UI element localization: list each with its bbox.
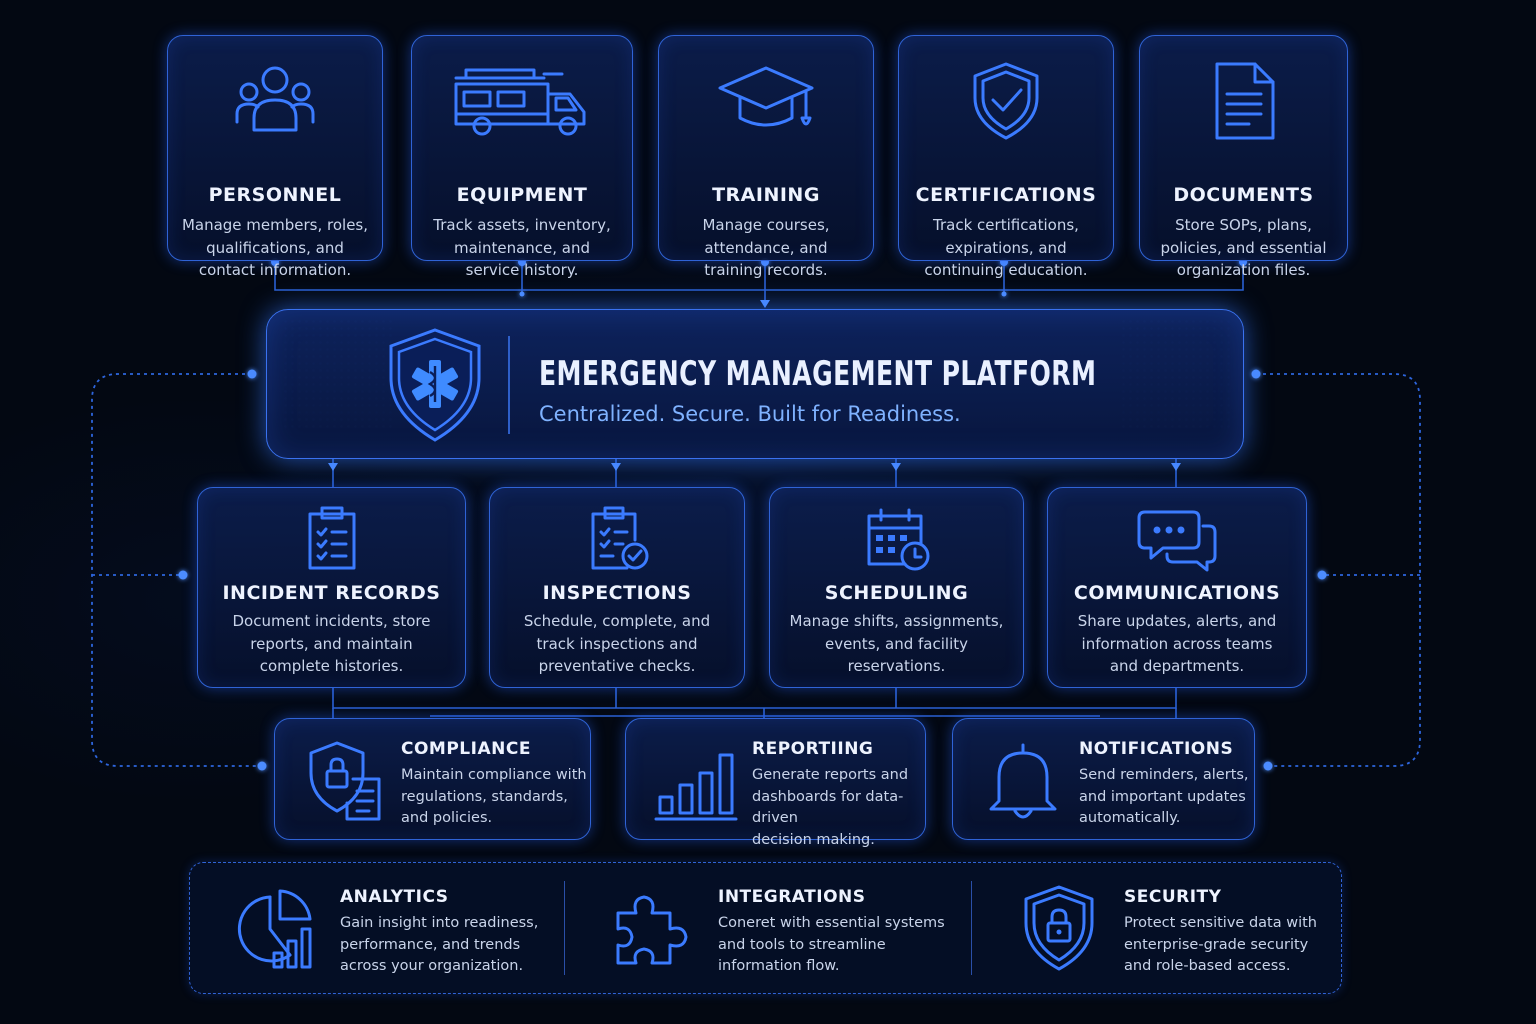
document-icon xyxy=(1215,62,1274,140)
module-card-equipment[interactable]: EQUIPMENT Track assets, inventory,mainte… xyxy=(411,35,633,279)
module-description: Track assets, inventory,maintenance, and… xyxy=(433,216,611,279)
feature-title: INTEGRATIONS xyxy=(718,887,866,907)
chat-bubbles-icon xyxy=(1137,510,1217,572)
clipboard-list-icon xyxy=(308,506,355,570)
platform-hub[interactable]: EMERGENCY MANAGEMENT PLATFORM Centralize… xyxy=(266,309,1244,459)
module-card-documents[interactable]: DOCUMENTS Store SOPs, plans,policies, an… xyxy=(1139,35,1348,279)
feature-title: SECURITY xyxy=(1124,887,1222,907)
shield-lock-icon xyxy=(1024,885,1094,971)
module-card-notifications[interactable]: NOTIFICATIONS Send reminders, alerts,and… xyxy=(952,718,1255,840)
feature-analytics[interactable]: ANALYTICS Gain insight into readiness,pe… xyxy=(190,863,566,995)
platform-divider xyxy=(508,336,510,434)
feature-description: Gain insight into readiness,performance,… xyxy=(340,915,539,974)
pie-bar-chart-icon xyxy=(237,889,312,969)
module-title: EQUIPMENT xyxy=(456,184,588,206)
bar-chart-icon xyxy=(654,753,738,821)
shield-lock-document-icon xyxy=(309,741,381,821)
module-title: NOTIFICATIONS xyxy=(1079,739,1234,759)
module-title: DOCUMENTS xyxy=(1173,184,1314,206)
graduation-cap-icon xyxy=(718,66,814,127)
module-title: SCHEDULING xyxy=(824,582,969,604)
platform-subtitle: Centralized. Secure. Built for Readiness… xyxy=(539,402,961,426)
feature-separator xyxy=(971,881,972,975)
module-title: INCIDENT RECORDS xyxy=(222,582,441,604)
module-title: CERTIFICATIONS xyxy=(915,184,1097,206)
feature-title: ANALYTICS xyxy=(340,887,449,907)
module-title: INSPECTIONS xyxy=(542,582,692,604)
feature-integrations[interactable]: INTEGRATIONS Coneret with essential syst… xyxy=(568,863,970,995)
clipboard-check-icon xyxy=(591,506,649,570)
module-card-personnel[interactable]: PERSONNEL Manage members, roles,qualific… xyxy=(167,35,383,279)
module-title: REPORTIING xyxy=(752,739,874,759)
feature-strip: ANALYTICS Gain insight into readiness,pe… xyxy=(189,862,1342,994)
module-card-scheduling[interactable]: SCHEDULING Manage shifts, assignments,ev… xyxy=(769,487,1024,688)
module-description: Manage members, roles,qualifications, an… xyxy=(181,216,369,279)
module-card-certifications[interactable]: CERTIFICATIONS Track certifications,expi… xyxy=(898,35,1114,279)
shield-check-icon xyxy=(973,62,1039,140)
puzzle-piece-icon xyxy=(616,895,688,965)
feature-separator xyxy=(564,881,565,975)
module-title: PERSONNEL xyxy=(208,184,342,206)
shield-star-of-life-icon xyxy=(389,328,481,442)
module-description: Send reminders, alerts,and important upd… xyxy=(1079,767,1249,826)
module-description: Manage shifts, assignments,events, and f… xyxy=(789,612,1004,675)
users-icon xyxy=(235,66,315,132)
module-card-incident-records[interactable]: INCIDENT RECORDS Document incidents, sto… xyxy=(197,487,466,688)
module-title: COMPLIANCE xyxy=(401,739,531,759)
module-card-communications[interactable]: COMMUNICATIONS Share updates, alerts, an… xyxy=(1047,487,1307,688)
fire-truck-icon xyxy=(454,68,586,136)
module-title: TRAINING xyxy=(712,184,820,206)
calendar-clock-icon xyxy=(867,508,929,571)
bell-icon xyxy=(989,743,1057,819)
module-title: COMMUNICATIONS xyxy=(1073,582,1281,604)
module-description: Store SOPs, plans,policies, and essentia… xyxy=(1160,216,1327,279)
platform-title: EMERGENCY MANAGEMENT PLATFORM xyxy=(539,354,1097,394)
